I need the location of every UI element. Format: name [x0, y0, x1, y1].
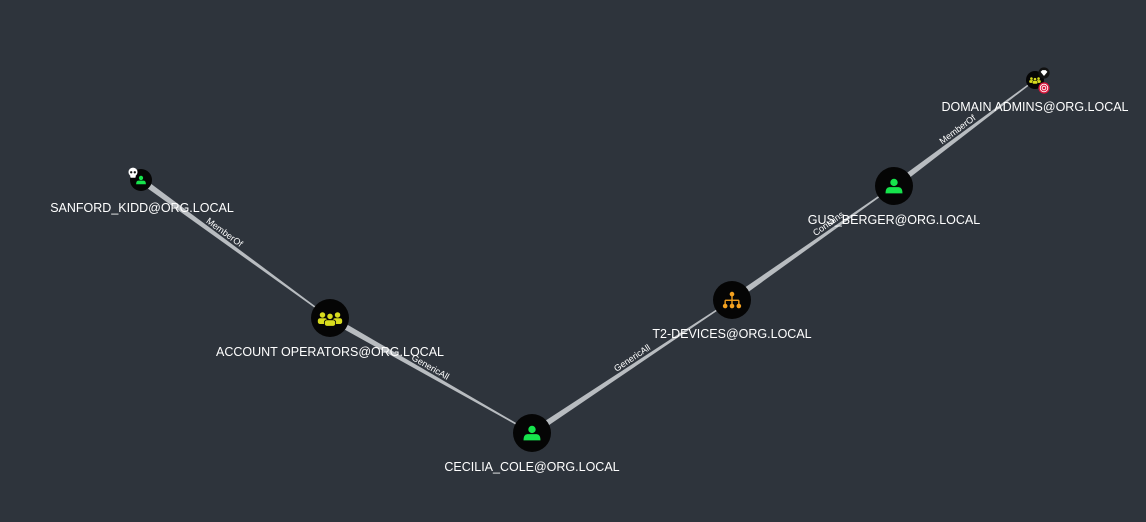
edge-line[interactable]	[328, 315, 533, 434]
node-label: ACCOUNT OPERATORS@ORG.LOCAL	[216, 345, 444, 359]
edge-line[interactable]	[530, 299, 733, 436]
user-icon	[523, 425, 541, 441]
skull-icon	[128, 167, 138, 178]
node-label: T2-DEVICES@ORG.LOCAL	[652, 327, 811, 341]
group-icon	[1029, 77, 1041, 84]
edge-cecilia-t2_devices[interactable]: GenericAll	[530, 299, 733, 436]
node-label: DOMAIN ADMINS@ORG.LOCAL	[941, 100, 1128, 114]
edge-line[interactable]	[139, 177, 331, 319]
node-label: GUS_BERGER@ORG.LOCAL	[808, 213, 981, 227]
node-label: SANFORD_KIDD@ORG.LOCAL	[50, 201, 234, 215]
edge-t2_devices-gus[interactable]: Contains	[730, 185, 895, 303]
node-account-ops[interactable]: ACCOUNT OPERATORS@ORG.LOCAL	[216, 299, 444, 359]
node-label: CECILIA_COLE@ORG.LOCAL	[444, 460, 619, 474]
edge-account_ops-cecilia[interactable]: GenericAll	[328, 315, 533, 434]
edge-sanford-account_ops[interactable]: MemberOf	[139, 177, 331, 319]
gem-icon	[1038, 67, 1050, 79]
edge-line[interactable]	[892, 79, 1036, 189]
node-domain-admins[interactable]: DOMAIN ADMINS@ORG.LOCAL	[941, 67, 1129, 114]
user-icon	[136, 175, 146, 185]
org-unit-icon	[722, 291, 742, 309]
edge-line[interactable]	[730, 185, 895, 303]
user-icon	[885, 178, 903, 194]
node-cecilia[interactable]: CECILIA_COLE@ORG.LOCAL	[444, 414, 620, 474]
nodes-layer: SANFORD_KIDD@ORG.LOCAL ACCOUNT OPERATORS@…	[50, 67, 1129, 474]
edge-gus-domain_admins[interactable]: MemberOf	[892, 79, 1036, 189]
target-icon	[1038, 82, 1050, 94]
group-icon	[317, 312, 343, 327]
node-sanford[interactable]: SANFORD_KIDD@ORG.LOCAL	[50, 167, 234, 215]
node-t2-devices[interactable]: T2-DEVICES@ORG.LOCAL	[652, 281, 812, 341]
node-gus[interactable]: GUS_BERGER@ORG.LOCAL	[808, 167, 981, 227]
